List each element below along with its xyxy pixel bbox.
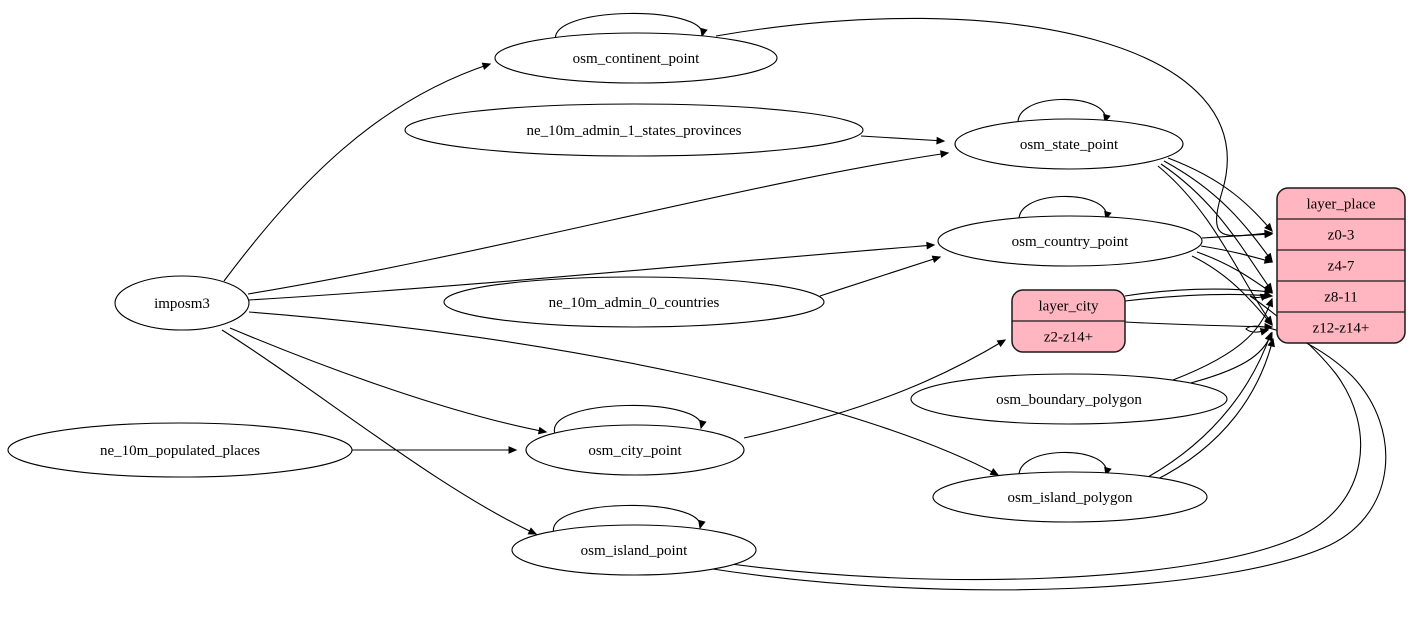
node-osm_continent_point: osm_continent_point xyxy=(494,32,778,84)
edge-osm_island_polygon-to-layer_place:z12-z14+ xyxy=(1147,331,1273,478)
node-osm_city_point: osm_city_point xyxy=(525,424,745,476)
osm_island_point-label: osm_island_point xyxy=(581,543,689,559)
edge-ne_10m_admin_0_countries-to-osm_country_point xyxy=(819,255,942,297)
osm_city_point-ellipse xyxy=(525,424,745,476)
ne_10m_admin_0_countries-ellipse xyxy=(443,276,825,328)
node-osm_island_point: osm_island_point xyxy=(511,524,757,576)
node-ne_10m_admin_1_states_provinces: ne_10m_admin_1_states_provinces xyxy=(404,103,864,157)
layer_place-record xyxy=(1276,187,1406,344)
ne_10m_admin_1_states_provinces-ellipse xyxy=(404,103,864,157)
nodes-layer: imposm3 ne_10m_populated_places ne_10m_adm… xyxy=(7,32,1406,576)
edge-osm_state_point-to-layer_place:z12-z14+ xyxy=(1157,165,1273,326)
imposm3-label: imposm3 xyxy=(154,296,210,312)
ne_10m_admin_1_states_provinces-label: ne_10m_admin_1_states_provinces xyxy=(527,123,742,139)
edge-osm_country_point-to-layer_place:z8-11 xyxy=(1196,251,1274,294)
node-osm_state_point: osm_state_point xyxy=(954,118,1184,170)
node-osm_island_polygon: osm_island_polygon xyxy=(932,471,1208,523)
self-loop-osm_city_point xyxy=(554,404,707,435)
self-loop-osm_island_point xyxy=(553,504,706,535)
osm_boundary_polygon-ellipse xyxy=(910,373,1228,425)
edge-imposm3-to-osm_island_point xyxy=(221,329,538,535)
layer_city-title: layer_city xyxy=(1039,299,1099,315)
node-osm_country_point: osm_country_point xyxy=(937,215,1203,267)
node-osm_boundary_polygon: osm_boundary_polygon xyxy=(910,373,1228,425)
self-loop-osm_continent_point xyxy=(555,12,708,43)
imposm3-ellipse xyxy=(114,275,250,331)
edge-osm_country_point-to-layer_place:z0-3 xyxy=(1201,230,1274,239)
node-layer_city: layer_city z2-z14+ xyxy=(1011,289,1126,353)
osm_state_point-ellipse xyxy=(954,118,1184,170)
edge-imposm3-to-osm_island_polygon xyxy=(248,311,1000,476)
edge-imposm3-to-osm_continent_point xyxy=(223,62,492,282)
osm_boundary_polygon-label: osm_boundary_polygon xyxy=(996,392,1142,408)
self-loop-osm_island_polygon xyxy=(1018,451,1112,482)
ne_10m_populated_places-ellipse xyxy=(7,422,353,478)
edge-osm_boundary_polygon-to-layer_place:z12-z14+ xyxy=(1182,331,1273,386)
edge-imposm3-to-osm_country_point xyxy=(248,241,936,301)
node-imposm3: imposm3 xyxy=(114,275,250,331)
edge-osm_island_polygon-to-layer_place:z12-z14+-1 xyxy=(1153,337,1275,482)
edge-osm_boundary_polygon-to-layer_place:z8-11 xyxy=(1172,297,1274,381)
osm_country_point-label: osm_country_point xyxy=(1012,234,1129,250)
edge-osm_city_point-to-layer_city:z2-z14+ xyxy=(743,339,1007,439)
edge-ne_10m_admin_1_states_provinces-to-osm_state_point xyxy=(860,135,946,145)
edge-osm_country_point-to-layer_place:z4-7 xyxy=(1200,245,1274,264)
self-loop-osm_state_point xyxy=(1017,98,1111,129)
edge-osm_island_point-to-layer_place:z8-11 xyxy=(701,293,1362,581)
edge-layer_city-to-layer_place:z8-11-1 xyxy=(1124,291,1274,302)
edge-osm_state_point-to-layer_place:z4-7 xyxy=(1163,160,1273,263)
edge-layer_city-to-layer_place:z8-11 xyxy=(1124,287,1274,297)
edge-osm_island_point-to-layer_place:z12-z14+ xyxy=(705,325,1387,591)
layer_place-row-z4-7: z4-7 xyxy=(1328,259,1355,275)
edge-osm_state_point-to-layer_place:z8-11 xyxy=(1160,163,1273,293)
edge-osm_state_point-to-layer_place:z0-3 xyxy=(1167,157,1273,232)
osm_continent_point-ellipse xyxy=(494,32,778,84)
osm_continent_point-label: osm_continent_point xyxy=(573,51,700,67)
node-ne_10m_admin_0_countries: ne_10m_admin_0_countries xyxy=(443,276,825,328)
layer_place-row-z0-3: z0-3 xyxy=(1328,228,1355,244)
osm_state_point-label: osm_state_point xyxy=(1020,137,1119,153)
edge-imposm3-to-osm_city_point xyxy=(229,327,548,435)
osm_country_point-ellipse xyxy=(937,215,1203,267)
layer_place-title: layer_place xyxy=(1306,197,1375,213)
osm_island_point-ellipse xyxy=(511,524,757,576)
layer_place-row-z12-z14+: z12-z14+ xyxy=(1313,321,1370,337)
osm_city_point-label: osm_city_point xyxy=(588,443,682,459)
self-loop-osm_country_point xyxy=(1018,195,1112,226)
edge-imposm3-to-osm_state_point xyxy=(247,150,950,295)
osm_island_polygon-label: osm_island_polygon xyxy=(1007,490,1133,506)
node-layer_place: layer_place z0-3 z4-7 z8-11 z12-z14+ xyxy=(1276,187,1406,344)
edge-osm_continent_point-to-layer_place:z0-3 xyxy=(715,17,1274,238)
edges-layer xyxy=(221,12,1387,591)
layer_place-row-z8-11: z8-11 xyxy=(1324,290,1358,306)
layer_city-row-z2-z14+: z2-z14+ xyxy=(1044,330,1093,346)
ne_10m_admin_0_countries-label: ne_10m_admin_0_countries xyxy=(549,295,720,311)
osm_island_polygon-ellipse xyxy=(932,471,1208,523)
node-ne_10m_populated_places: ne_10m_populated_places xyxy=(7,422,353,478)
ne_10m_populated_places-label: ne_10m_populated_places xyxy=(100,443,260,459)
edge-osm_country_point-to-layer_place:z12-z14+ xyxy=(1191,255,1273,327)
